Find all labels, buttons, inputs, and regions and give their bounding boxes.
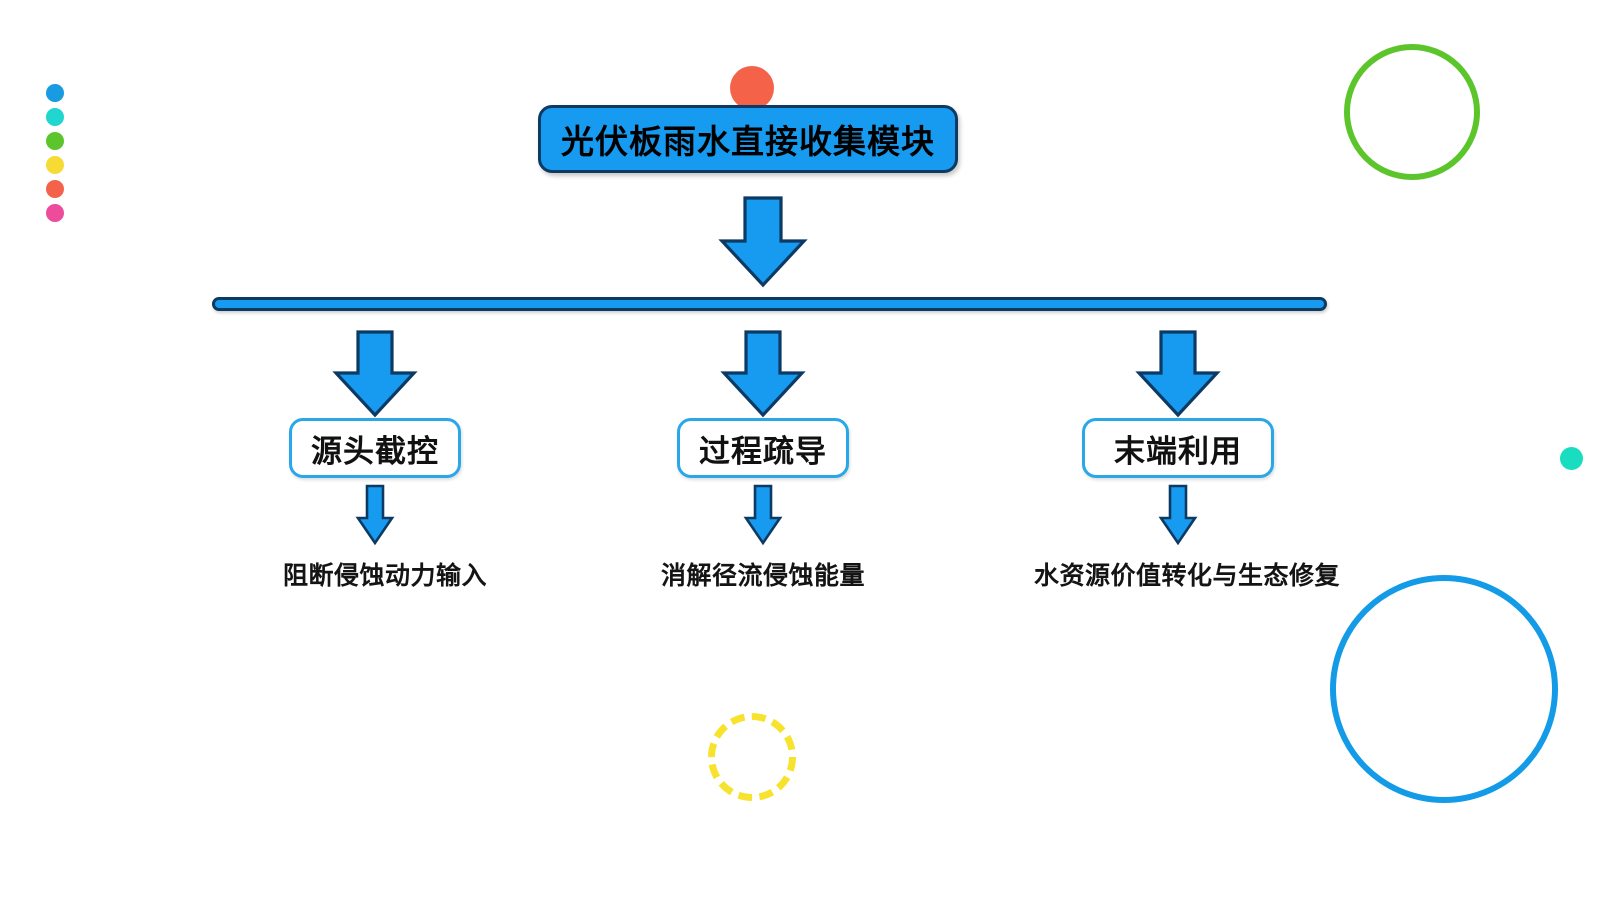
main-module-box[interactable]: 光伏板雨水直接收集模块 (538, 105, 958, 173)
horizontal-distribution-bar (212, 297, 1327, 311)
branch-box-terminal[interactable]: 末端利用 (1082, 418, 1274, 478)
deco-dot-blue-icon (46, 84, 64, 102)
outcome-label-terminal: 水资源价值转化与生态修复 (1033, 562, 1341, 590)
deco-dot-red-icon (46, 180, 64, 198)
deco-dot-green-icon (46, 132, 64, 150)
arrow-bar-to-process-box (720, 330, 806, 418)
arrow-title-to-bar (718, 196, 808, 288)
deco-ring-green-icon (1344, 44, 1480, 180)
branch-box-process-label: 过程疏导 (699, 433, 827, 469)
branch-box-terminal-label: 末端利用 (1114, 433, 1242, 469)
arrow-process-to-outcome (743, 484, 783, 546)
deco-ring-dashed-yellow-icon (708, 713, 796, 801)
arrow-bar-to-source-box (332, 330, 418, 418)
decorative-dot-column (46, 84, 68, 228)
deco-ring-blue-icon (1330, 575, 1558, 803)
arrow-bar-to-terminal-box (1135, 330, 1221, 418)
branch-box-source[interactable]: 源头截控 (289, 418, 461, 478)
branch-box-source-label: 源头截控 (311, 433, 439, 469)
deco-dot-cyan-icon (46, 108, 64, 126)
deco-dot-teal-icon (1560, 447, 1583, 470)
main-module-label: 光伏板雨水直接收集模块 (561, 123, 935, 160)
outcome-label-process: 消解径流侵蚀能量 (660, 562, 866, 590)
outcome-label-source: 阻断侵蚀动力输入 (282, 562, 488, 590)
branch-box-process[interactable]: 过程疏导 (677, 418, 849, 478)
deco-dot-pink-icon (46, 204, 64, 222)
arrow-terminal-to-outcome (1158, 484, 1198, 546)
deco-dot-orange-icon (730, 66, 774, 110)
deco-dot-yellow-icon (46, 156, 64, 174)
arrow-source-to-outcome (355, 484, 395, 546)
